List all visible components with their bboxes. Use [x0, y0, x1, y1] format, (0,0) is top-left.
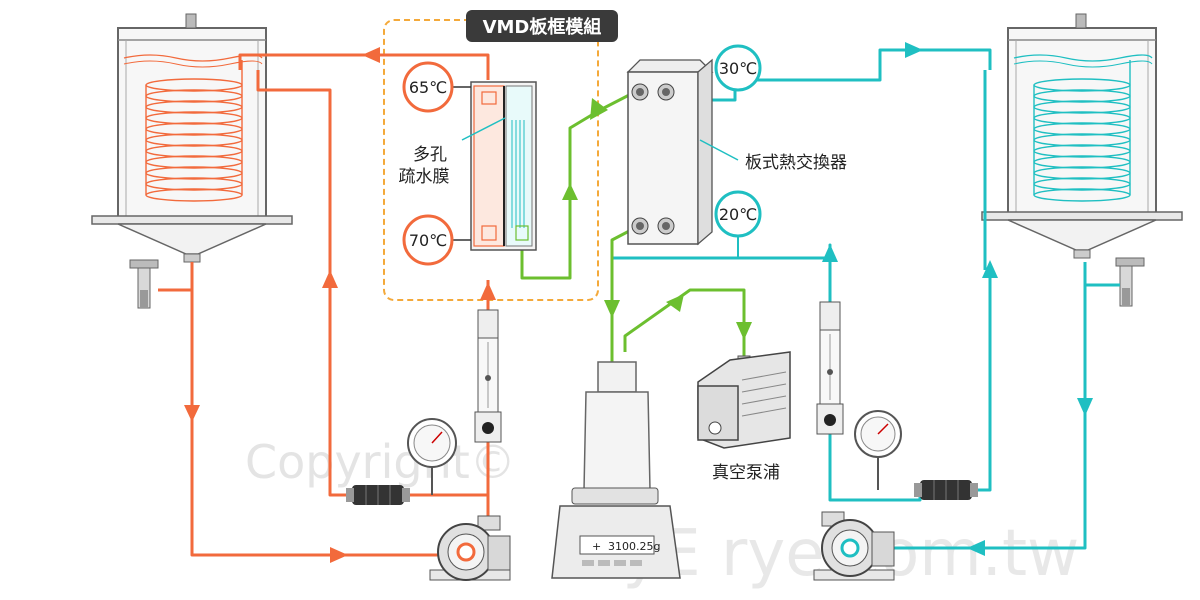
cold-flow-arrow: [905, 42, 923, 58]
hot-pressure-gauge-icon: [407, 418, 457, 495]
drain-valve-left-icon: [129, 259, 159, 309]
permeate-collection-bottle: [583, 361, 651, 491]
drain-valve-right-icon: [1115, 257, 1145, 307]
vacuum-flow-arrow: [604, 300, 620, 318]
cold-check-valve-icon: [914, 480, 978, 500]
vmd-membrane-module: [470, 81, 537, 251]
hot-flow-arrow: [362, 47, 380, 63]
hot-flow-arrow: [184, 405, 200, 422]
vacuum-flow-arrow: [590, 98, 608, 120]
vacuum-pump-label: 真空泵浦: [712, 463, 780, 483]
hot-out-thermometer: 65℃: [402, 61, 471, 113]
vacuum-flow-arrow: [562, 183, 578, 200]
hot-out-temp-label: 65℃: [409, 78, 447, 97]
cold-pressure-gauge-icon: [854, 410, 902, 490]
hx-bottom-temp-label: 20℃: [719, 205, 757, 224]
cold-circulation-pump-icon: [813, 511, 895, 581]
analytical-balance: + 3100.25g: [551, 487, 681, 579]
hot-in-temp-label: 70℃: [409, 231, 447, 250]
hx-pointer: [699, 139, 739, 161]
membrane-hatch: [511, 120, 525, 228]
hx-top-thermometer: 30℃: [714, 44, 762, 92]
hot-flow-arrow: [322, 270, 338, 288]
hot-flow-arrow: [480, 282, 496, 300]
vacuum-flow-arrow: [666, 294, 684, 312]
cold-flow-arrow: [982, 260, 998, 278]
vmd-module-title: VMD板框模組: [483, 16, 602, 38]
vacuum-flow-arrow: [736, 322, 752, 340]
hot-flowmeter: [474, 309, 502, 443]
membrane-pointer: [461, 117, 506, 141]
cold-flow-arrow: [1077, 398, 1093, 416]
membrane-label-line1: 多孔: [413, 145, 447, 165]
balance-sign: +: [592, 540, 601, 553]
hx-label: 板式熱交換器: [745, 153, 847, 173]
plate-heat-exchanger: [626, 58, 714, 246]
hx-bottom-thermometer: 20℃: [714, 190, 762, 258]
hot-feed-tank: [91, 13, 293, 309]
cold-flow-arrow: [967, 540, 985, 556]
hot-flow-arrow: [330, 547, 348, 563]
cold-flow-arrow: [822, 244, 838, 262]
hot-check-valve-icon: [346, 485, 410, 505]
vmd-module-title-badge: [466, 10, 618, 42]
heating-coil-icon: [145, 60, 243, 202]
hot-circulation-pump-icon: [429, 515, 511, 581]
watermark-copyright: Copyright©: [245, 435, 516, 489]
membrane-label-line2: 疏水膜: [399, 167, 450, 187]
hx-top-temp-label: 30℃: [719, 59, 757, 78]
cold-flowmeter: [816, 301, 844, 435]
vacuum-pump-icon: [697, 351, 791, 449]
cooling-coil-icon: [1033, 60, 1131, 202]
balance-reading: 3100.25g: [608, 540, 660, 553]
hot-in-thermometer: 70℃: [402, 214, 471, 266]
cold-permeate-tank: [981, 13, 1183, 307]
